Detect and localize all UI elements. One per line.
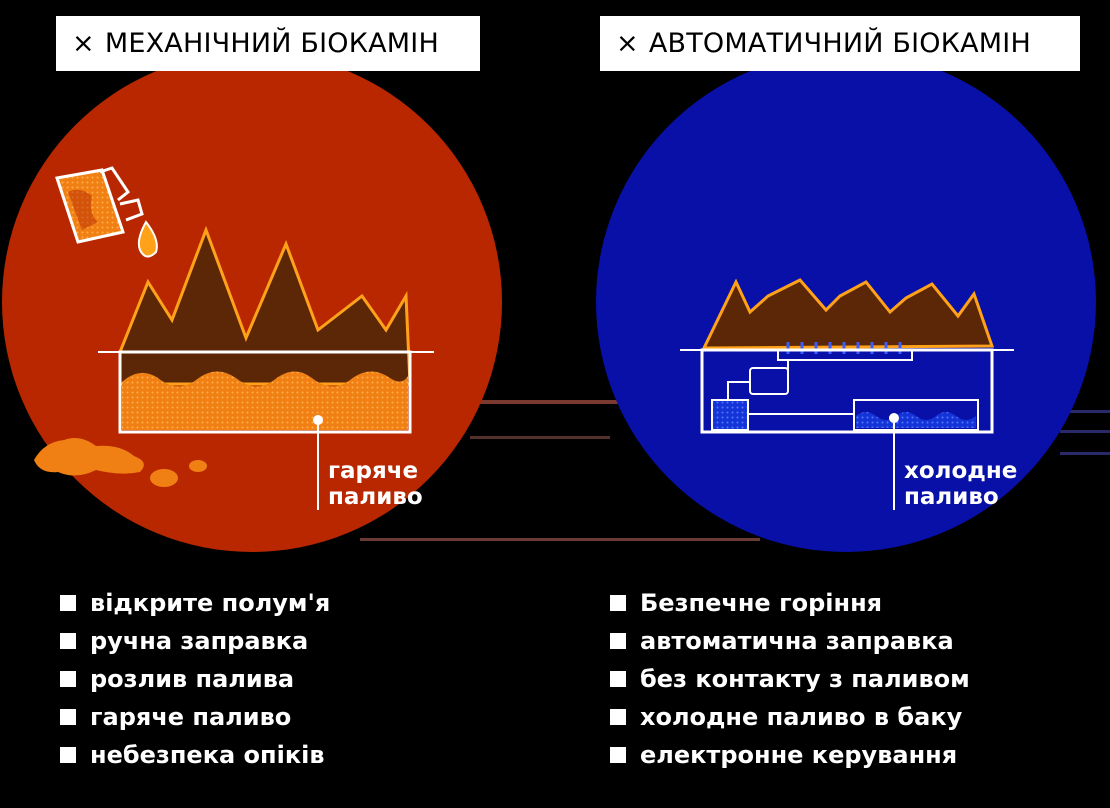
title-mark-left: ×	[72, 28, 95, 59]
automatic-flame-icon	[701, 278, 995, 350]
automatic-title: × АВТОМАТИЧНИЙ БІОКАМІН	[600, 16, 1080, 71]
bullet-icon	[60, 671, 76, 687]
title-mark-right: ×	[616, 28, 639, 59]
list-item: розлив палива	[60, 660, 330, 698]
list-item: Безпечне горіння	[610, 584, 970, 622]
list-item: автоматична заправка	[610, 622, 970, 660]
mechanical-title-text: МЕХАНІЧНИЙ БІОКАМІН	[104, 28, 439, 59]
list-item: відкрите полум'я	[60, 584, 330, 622]
bullet-icon	[610, 595, 626, 611]
connector-lines	[360, 400, 1110, 541]
list-item: холодне паливо в баку	[610, 698, 970, 736]
fuel-drop-icon	[137, 220, 158, 258]
bullet-icon	[60, 595, 76, 611]
bullet-icon	[610, 747, 626, 763]
bullet-icon	[60, 747, 76, 763]
mechanical-diagram	[2, 52, 502, 552]
hot-fuel-icon	[122, 371, 408, 430]
list-item: без контакту з паливом	[610, 660, 970, 698]
fuel-spill-icon	[34, 438, 207, 487]
mechanical-features-list: відкрите полум'я ручна заправка розлив п…	[60, 584, 330, 774]
bullet-icon	[610, 671, 626, 687]
cold-fuel-label: холодне паливо	[904, 458, 1018, 510]
fuel-canister-icon	[55, 166, 144, 244]
list-item: небезпека опіків	[60, 736, 330, 774]
list-item: електронне керування	[610, 736, 970, 774]
list-item: ручна заправка	[60, 622, 330, 660]
bullet-icon	[60, 633, 76, 649]
list-item: гаряче паливо	[60, 698, 330, 736]
bullet-icon	[610, 709, 626, 725]
burner-nozzles	[786, 342, 902, 354]
automatic-features-list: Безпечне горіння автоматична заправка бе…	[610, 584, 970, 774]
fuel-tank-icon	[853, 399, 979, 431]
bullet-icon	[610, 633, 626, 649]
filter-icon	[711, 399, 749, 431]
mechanical-circle	[2, 52, 502, 552]
automatic-title-text: АВТОМАТИЧНИЙ БІОКАМІН	[648, 28, 1031, 59]
bullet-icon	[60, 709, 76, 725]
cold-fuel-icon	[856, 412, 976, 428]
automatic-diagram	[596, 52, 1096, 552]
mechanical-title: × МЕХАНІЧНИЙ БІОКАМІН	[56, 16, 480, 71]
hot-fuel-label: гаряче паливо	[328, 458, 423, 510]
